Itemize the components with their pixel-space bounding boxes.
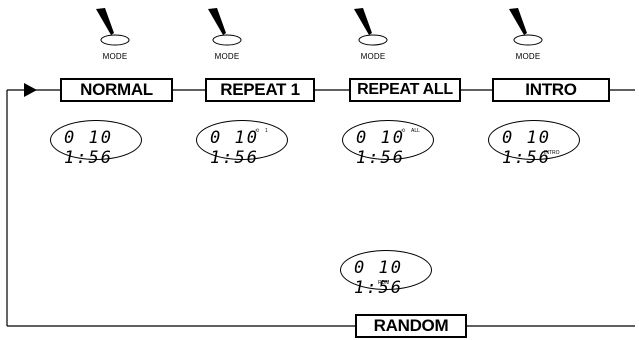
repeat-icon: ⟲ xyxy=(401,128,406,134)
lcd-digits: 0 10 1:56 xyxy=(64,128,113,168)
lcd-digits: 0 10 1:56 xyxy=(210,128,259,168)
lcd-digits: 0 10 1:56 xyxy=(502,128,551,168)
flow-arrow-icon xyxy=(24,83,37,97)
lcd-digits: 0 10 1:56 xyxy=(356,128,405,168)
lcd-display-intro: 0 10 1:56 INTRO xyxy=(488,120,580,168)
finger-press-icon xyxy=(354,8,388,46)
finger-press-icon xyxy=(208,8,242,46)
lcd-display-repeatall: 0 10 1:56 ⟲ ALL xyxy=(342,120,434,168)
mode-button-label: MODE xyxy=(214,52,240,61)
lcd-indicator: 1 xyxy=(265,128,268,134)
lcd-display-normal: 0 10 1:56 xyxy=(50,120,142,168)
lcd-digits: 0 10 1:56 xyxy=(354,258,403,298)
repeat-icon: ⟲ xyxy=(255,128,260,134)
mode-repeat1-box: REPEAT 1 xyxy=(205,78,315,102)
finger-press-icon xyxy=(509,8,543,46)
mode-normal-box: NORMAL xyxy=(60,78,173,102)
lcd-indicator: ALL xyxy=(411,128,420,134)
lcd-indicator: INTRO xyxy=(544,150,560,156)
mode-repeatall-box: REPEAT ALL xyxy=(349,78,461,102)
lcd-display-repeat1: 0 10 1:56 ⟲ 1 xyxy=(196,120,288,168)
mode-button-label: MODE xyxy=(360,52,386,61)
lcd-indicator: RDM xyxy=(378,280,390,286)
mode-button-label: MODE xyxy=(102,52,128,61)
finger-press-icon xyxy=(96,8,130,46)
mode-intro-box: INTRO xyxy=(492,78,610,102)
lcd-display-random: 0 10 1:56 RDM xyxy=(340,250,432,298)
mode-random-box: RANDOM xyxy=(355,314,467,338)
mode-button-label: MODE xyxy=(515,52,541,61)
